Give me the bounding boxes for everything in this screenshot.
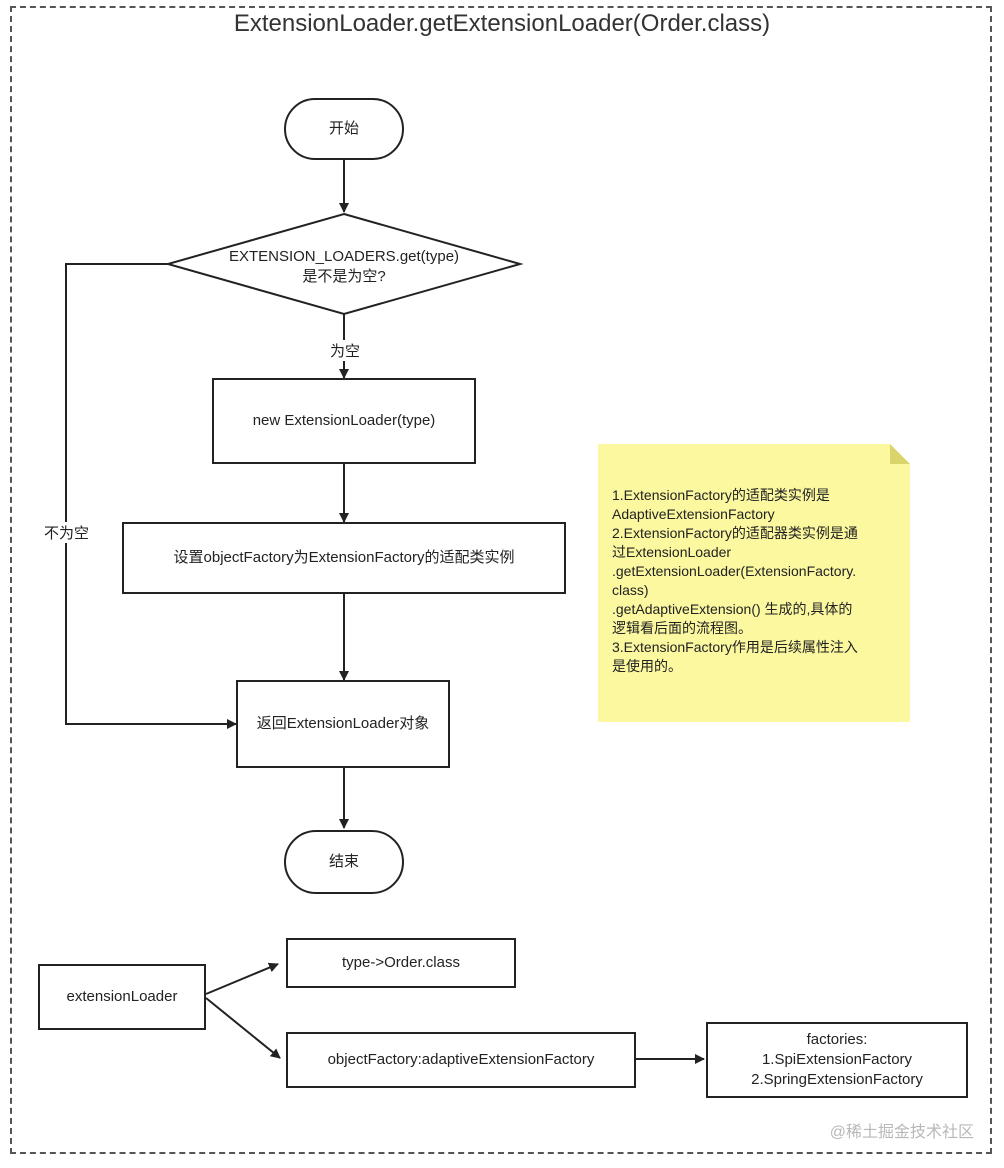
note-text: 1.ExtensionFactory的适配类实例是 AdaptiveExtens… (612, 487, 858, 675)
note-body (598, 444, 910, 722)
start-node: 开始 (284, 98, 404, 160)
return-loader-node: 返回ExtensionLoader对象 (236, 680, 450, 768)
factories-line-3: 2.SpringExtensionFactory (751, 1071, 923, 1089)
diagram-frame (10, 6, 992, 1154)
set-factory-node: 设置objectFactory为ExtensionFactory的适配类实例 (122, 522, 566, 594)
object-factory-node: objectFactory:adaptiveExtensionFactory (286, 1032, 636, 1088)
extension-loader-node: extensionLoader (38, 964, 206, 1030)
factories-line-1: factories: (806, 1030, 868, 1048)
new-loader-node: new ExtensionLoader(type) (212, 378, 476, 464)
factories-line-2: 1.SpiExtensionFactory (761, 1050, 913, 1068)
arrow-not-empty-branch (65, 263, 237, 729)
decision-label: EXTENSION_LOADERS.get(type) 是不是为空? (200, 247, 488, 286)
arrow-loader-to-factory (205, 997, 281, 1059)
watermark: @稀土掘金技术社区 (829, 1124, 974, 1141)
diagram-title: ExtensionLoader.getExtensionLoader(Order… (233, 10, 771, 37)
note-fold (890, 444, 910, 464)
type-field-node: type->Order.class (286, 938, 516, 988)
label-empty: 为空 (328, 340, 363, 361)
decision-line-2: 是不是为空? (302, 267, 386, 285)
arrow-loader-to-type (205, 962, 279, 995)
decision-line-1: EXTENSION_LOADERS.get(type) (228, 248, 460, 265)
end-node: 结束 (284, 830, 404, 894)
factories-node: factories: 1.SpiExtensionFactory 2.Sprin… (706, 1022, 968, 1098)
label-not-empty: 不为空 (42, 522, 92, 543)
